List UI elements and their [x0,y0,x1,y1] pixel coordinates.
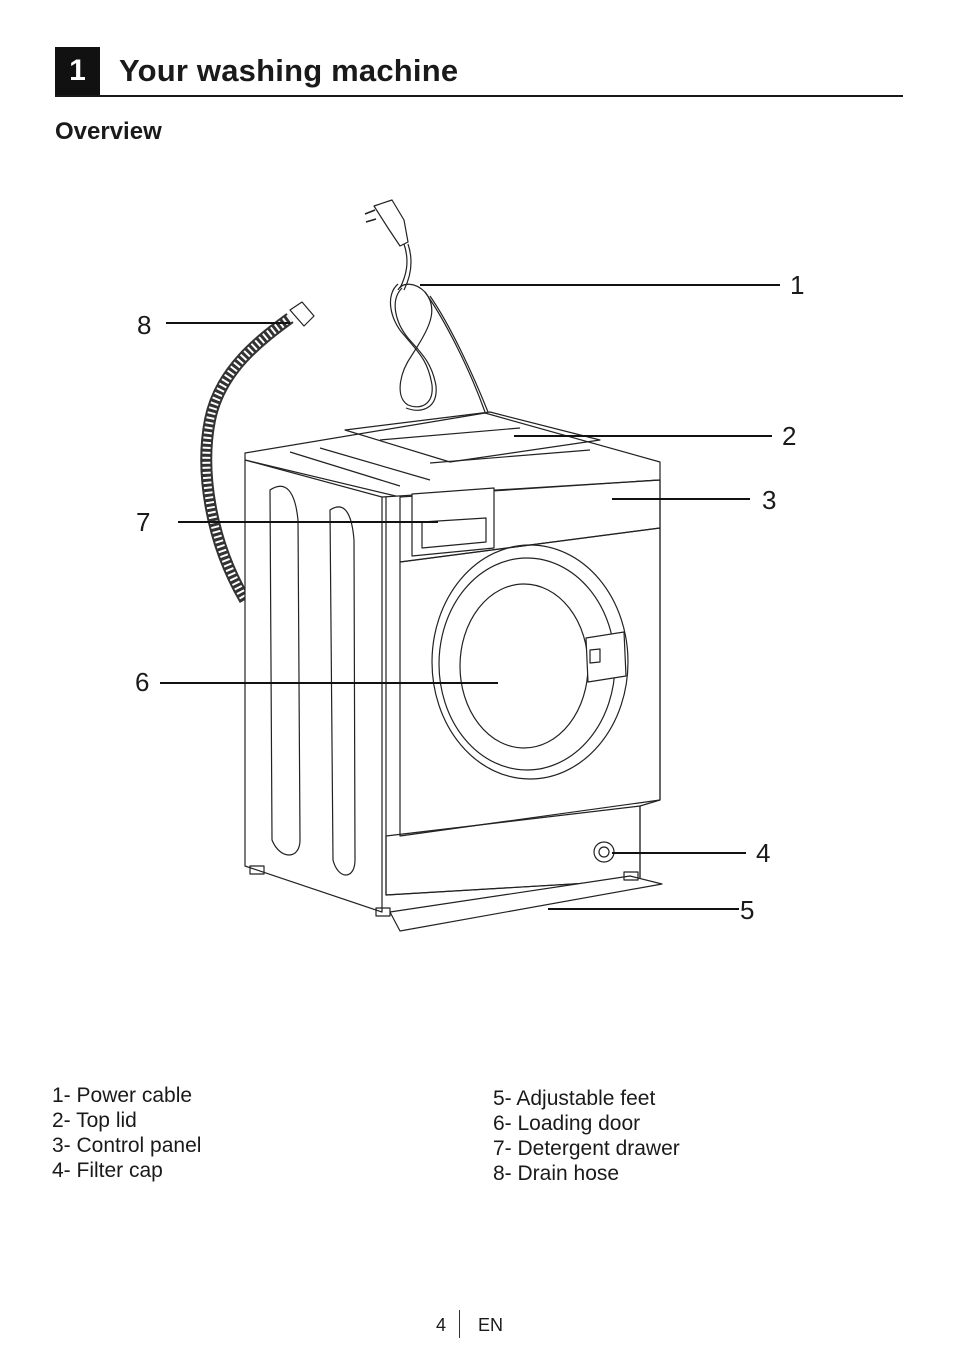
legend-item: 2- Top lid [52,1109,137,1132]
callout-6: 6 [135,667,150,697]
legend-item: 1- Power cable [52,1084,193,1107]
section-header: 1 Your washing machine [55,47,903,97]
legend-item: 8- Drain hose [493,1162,620,1185]
callout-7: 7 [136,507,151,537]
language-code: EN [478,1315,504,1335]
legend-right: 5- Adjustable feet 6- Loading door 7- De… [493,1086,680,1186]
legend-item: 6- Loading door [493,1112,641,1135]
legend-item: 3- Control panel [52,1134,202,1157]
section-title: Your washing machine [119,53,459,88]
washing-machine-diagram [160,199,780,932]
legend-item: 4- Filter cap [52,1159,163,1182]
leader-lines [160,284,780,910]
legend-left: 1- Power cable 2- Top lid 3- Control pan… [52,1083,201,1183]
callout-8: 8 [137,310,152,340]
section-number: 1 [55,47,100,95]
page-number: 4 [436,1315,447,1335]
callout-2: 2 [782,421,797,451]
callout-3: 3 [762,485,777,515]
callout-1: 1 [790,270,805,300]
power-cable-illustration [364,199,489,413]
legend-item: 5- Adjustable feet [493,1087,656,1110]
drain-hose-illustration [200,301,315,604]
overview-heading: Overview [55,118,162,145]
legend-item: 7- Detergent drawer [493,1137,680,1160]
callout-4: 4 [756,838,771,868]
callout-5: 5 [740,895,755,925]
footer-divider [459,1310,460,1338]
